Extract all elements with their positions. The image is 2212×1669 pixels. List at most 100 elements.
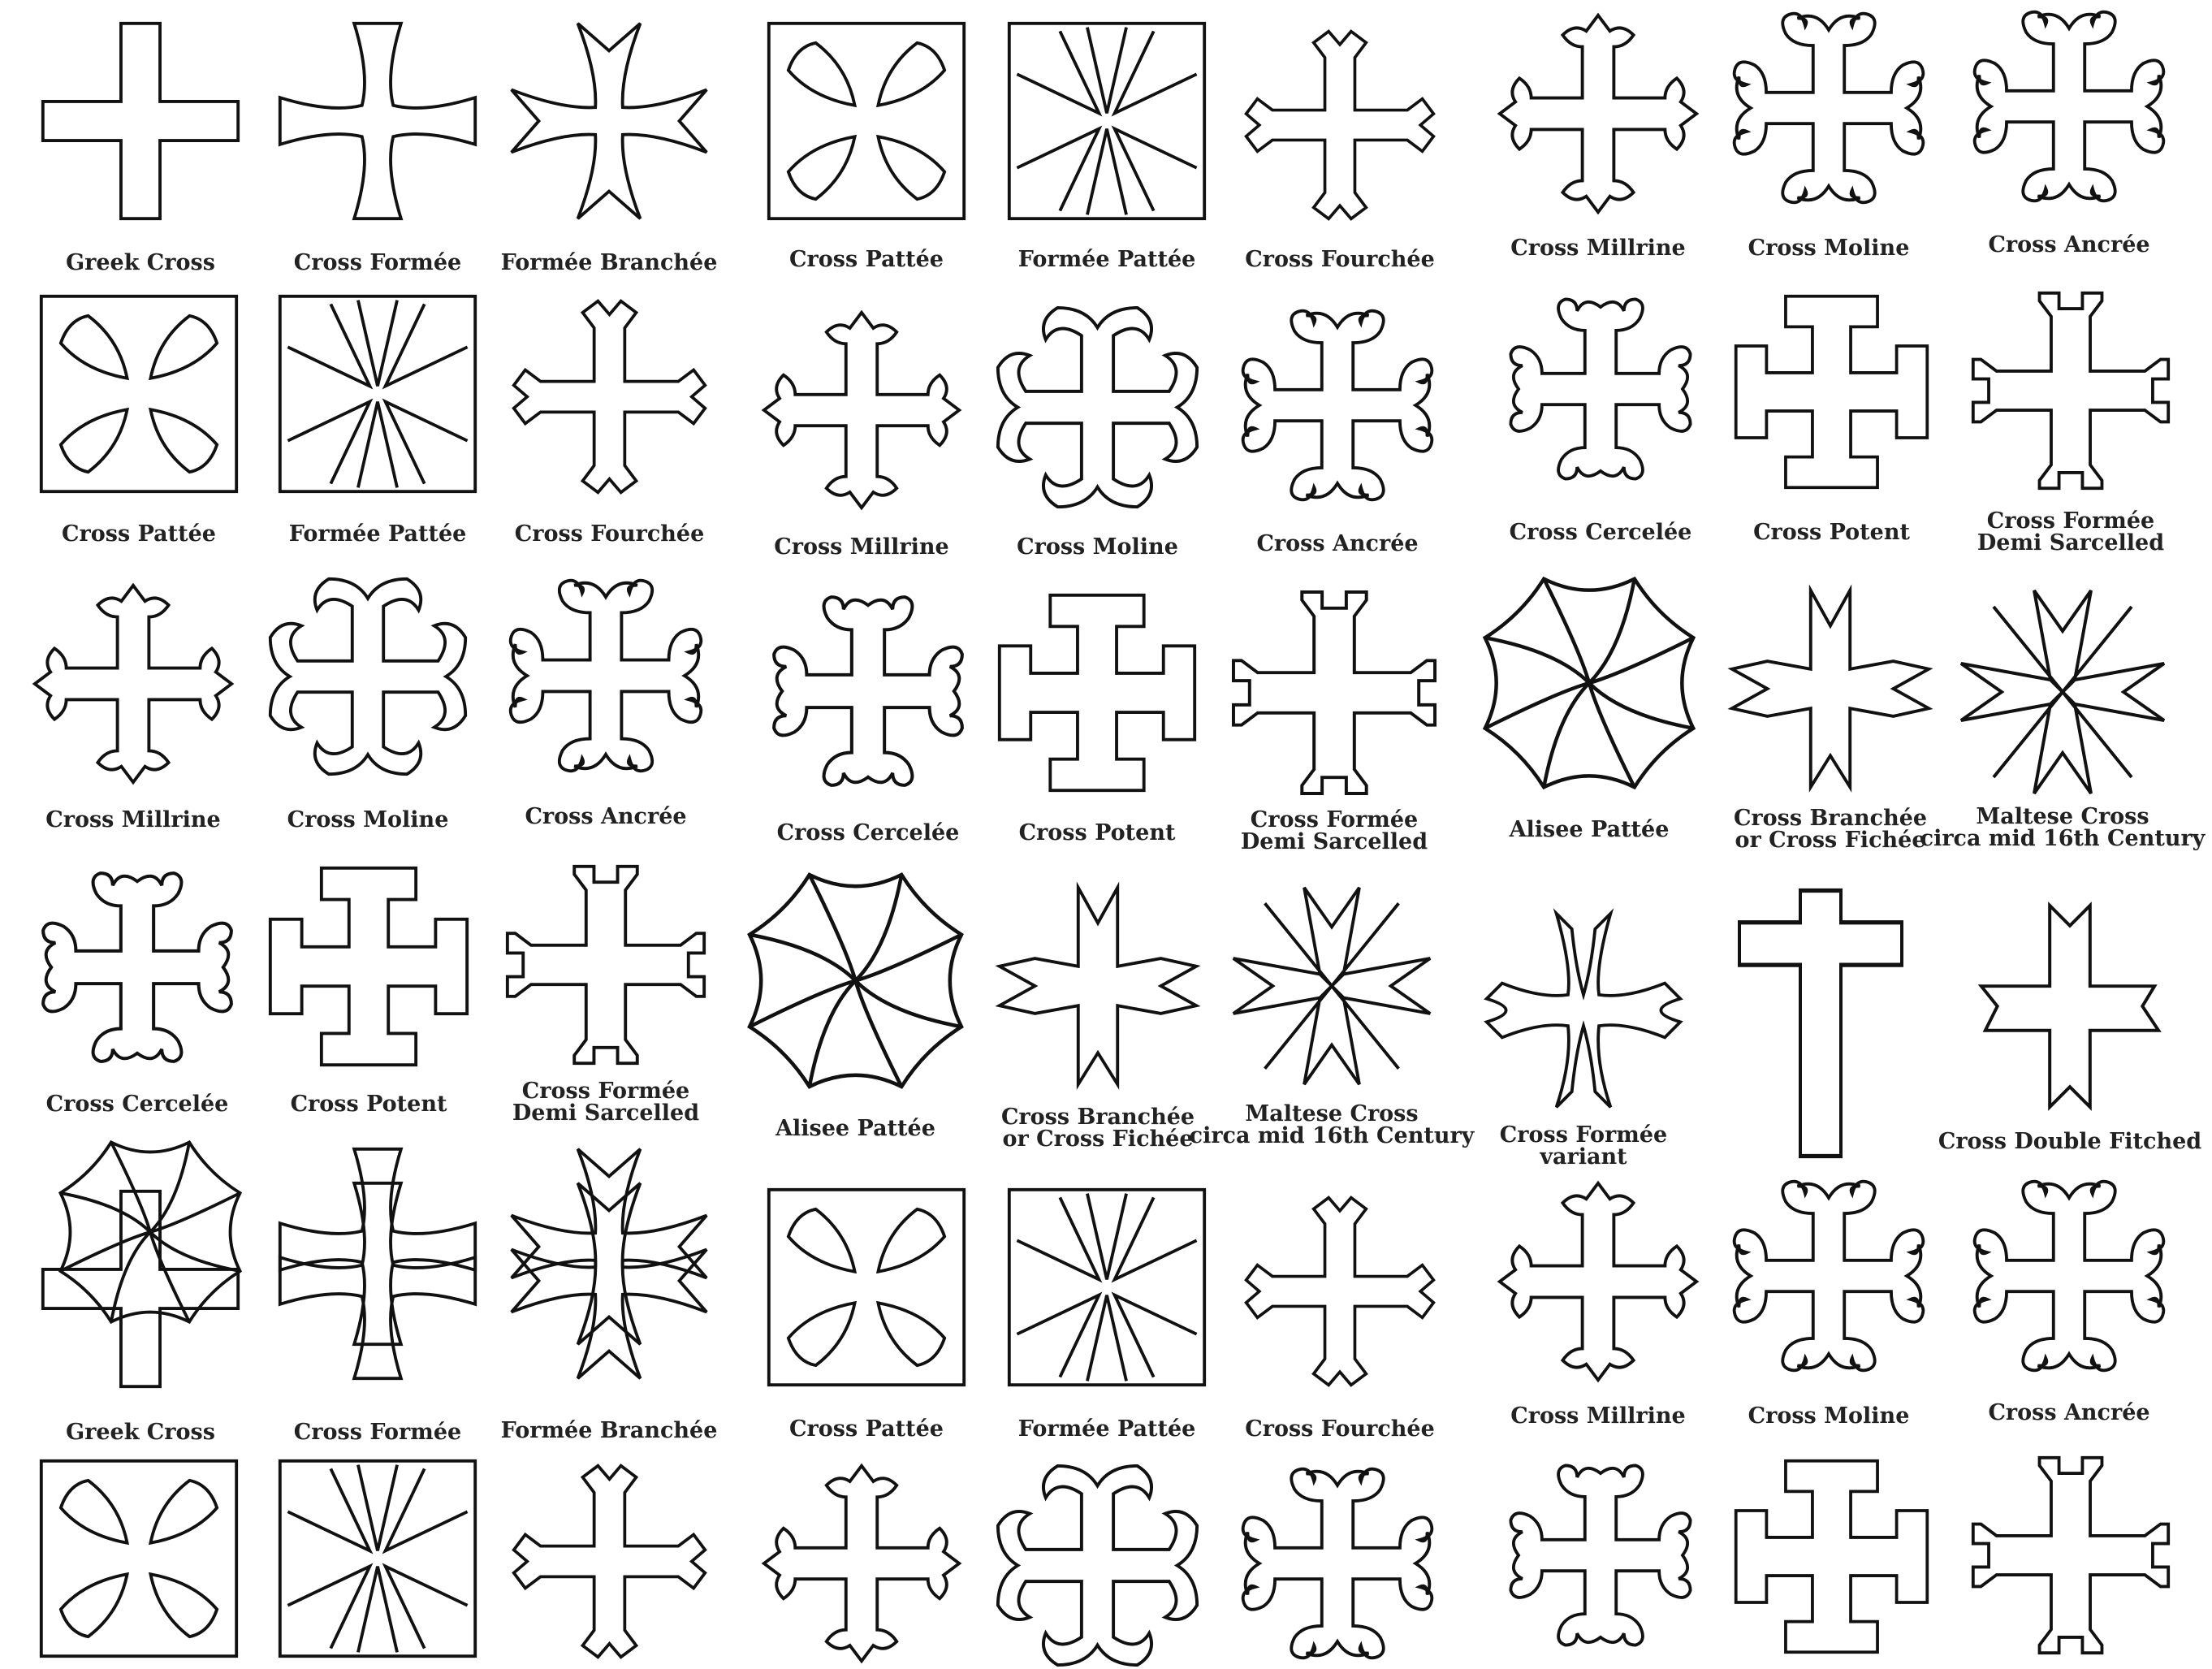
cross-ancree-icon [1241,1467,1434,1660]
cross-name-label: Cross Ancrée [1167,533,1508,555]
cross-name-label: Cross Cercelée [698,822,1039,844]
cross-formee-variant-icon [1484,908,1683,1109]
cross-name-line: Formée Pattée [1017,247,1196,272]
cross-tile: Formée Branchée [501,22,717,274]
cross-formee-icon [278,1147,477,1347]
cross-tile: Cross Pattée [39,294,239,547]
cross-tile: Formée Pattée [936,1187,1277,1440]
cross-tile: Cross Ancrée [1972,10,2166,257]
cross-potent-icon [997,593,1197,793]
cross-double-fitched-icon [1977,902,2162,1111]
formee-pattee-icon [278,1459,477,1658]
cross-name-line: Cross Ancrée [1988,232,2150,257]
cross-name-label: Alisee Pattée [685,1118,1026,1139]
cross-name-line: Cross Moline [1748,1403,1910,1429]
cross-name-label: Cross Cercelée [0,1093,308,1115]
cross-name-line: Cross Potent [1753,520,1910,545]
cross-fourchee-icon [1244,29,1436,221]
cross-moline-icon [1732,11,1925,205]
cross-name-line: Cross Millrine [1510,236,1686,261]
cross-name-line: Cross Pattée [789,1416,944,1442]
cross-tile: Cross Fourchée [1169,1196,1510,1440]
cross-tile: Cross Cercelée [0,871,308,1115]
cross-tile: Cross Fourchée [1169,29,1510,270]
cross-name-line: Alisee Pattée [775,1116,935,1141]
cross-tile: Cross Ancrée [1972,1179,2166,1424]
cross-name-line: Demi Sarcelled [1240,829,1428,854]
cross-name-label: Cross Potent [198,1093,539,1115]
cross-potent-icon [1734,294,1929,490]
alisee-pattee-icon [1482,576,1696,790]
cross-name-label: Formée Pattée [207,523,548,545]
cross-name-line: circa mid 16th Century [1920,826,2206,851]
cross-name-line: Alisee Pattée [1509,817,1670,842]
cross-name-line: Cross Fourchée [514,521,705,547]
cross-pattee-icon [39,1459,239,1658]
cross-name-line: Cross Cercelée [45,1092,229,1117]
cross-formee-icon [278,21,477,221]
cross-name-label: Cross Fourchée [1169,249,1510,270]
cross-name-label: Cross Cercelée [1430,521,1771,543]
cross-name-label: Cross Moline [1658,237,1999,259]
cross-tile: Greek Cross [41,21,240,275]
cross-name-line: Cross Formée [1250,807,1419,832]
cross-name-label: Cross Moline [1658,1405,1999,1427]
cross-millrine-icon [32,582,235,785]
alisee-pattee-icon [58,1139,243,1325]
cross-name-line: Cross Formée [1986,508,2155,534]
cross-name-label: Cross Pattée [696,1418,1037,1440]
cross-name-line: Formée Pattée [288,521,467,547]
cross-millrine-icon [1497,12,1700,215]
cross-name-line: Greek Cross [66,250,215,275]
cross-name-line: Cross Fourchée [1245,1416,1435,1442]
cross-tile: Alisee Pattée [1482,576,1696,842]
formee-branchee-icon [510,1148,708,1346]
cross-pattee-icon [767,1187,966,1387]
cross-formee-demi-sarcelled-icon [1971,1455,2171,1655]
cross-name-line: circa mid 16th Century [1189,1123,1475,1148]
cross-name-line: Cross Formée [521,1079,690,1104]
cross-cercelee-icon [41,871,233,1063]
cross-name-label: Cross Potent [1661,521,2002,543]
cross-tile: Cross Formée [207,1181,548,1443]
cross-name-label: Cross Formée [207,1421,548,1443]
cross-name-label: Cross Fourchée [1169,1418,1510,1440]
cross-name-label: Cross Millrine [0,809,304,831]
cross-fourchee-icon [1244,1196,1436,1387]
cross-pattee-icon [767,21,966,221]
cross-fourchee-icon [512,1464,707,1659]
cross-name-line: Demi Sarcelled [512,1100,700,1126]
cross-name-line: Cross Cercelée [1509,520,1692,545]
cross-tile [278,1147,477,1347]
cross-tile: Cross Fourchée [439,299,780,545]
cross-name-label: Cross Pattée [696,249,1037,270]
cross-fourchee-icon [512,299,707,495]
cross-moline-icon [996,1464,1199,1667]
cross-name-line: Formée Pattée [1017,1416,1196,1442]
cross-tile: Cross Moline [1658,11,1999,259]
cross-tile: Cross Moline [197,577,538,831]
cross-tile: Cross Moline [1658,1179,1999,1427]
cross-name-label: Formée Pattée [936,249,1277,270]
cross-branchee-fichee-icon [1727,584,1933,793]
cross-branchee-fichee-icon [995,881,1201,1090]
cross-name-line: Cross Cercelée [776,820,960,845]
cross-name-line: Cross Fourchée [1245,247,1435,272]
cross-name-label: Cross Fourchée [439,523,780,545]
cross-tile: Cross Potent [1661,294,2002,543]
cross-name-line: Cross Millrine [45,807,221,832]
cross-name-line: Cross Pattée [62,521,216,547]
cross-name-label: Cross Moline [197,809,538,831]
cross-name-line: Cross Formée [1499,1122,1668,1148]
cross-name-line: Cross Potent [290,1092,447,1117]
cross-potent-icon [1734,1459,1929,1654]
cross-name-label: Formée Pattée [936,1418,1277,1440]
